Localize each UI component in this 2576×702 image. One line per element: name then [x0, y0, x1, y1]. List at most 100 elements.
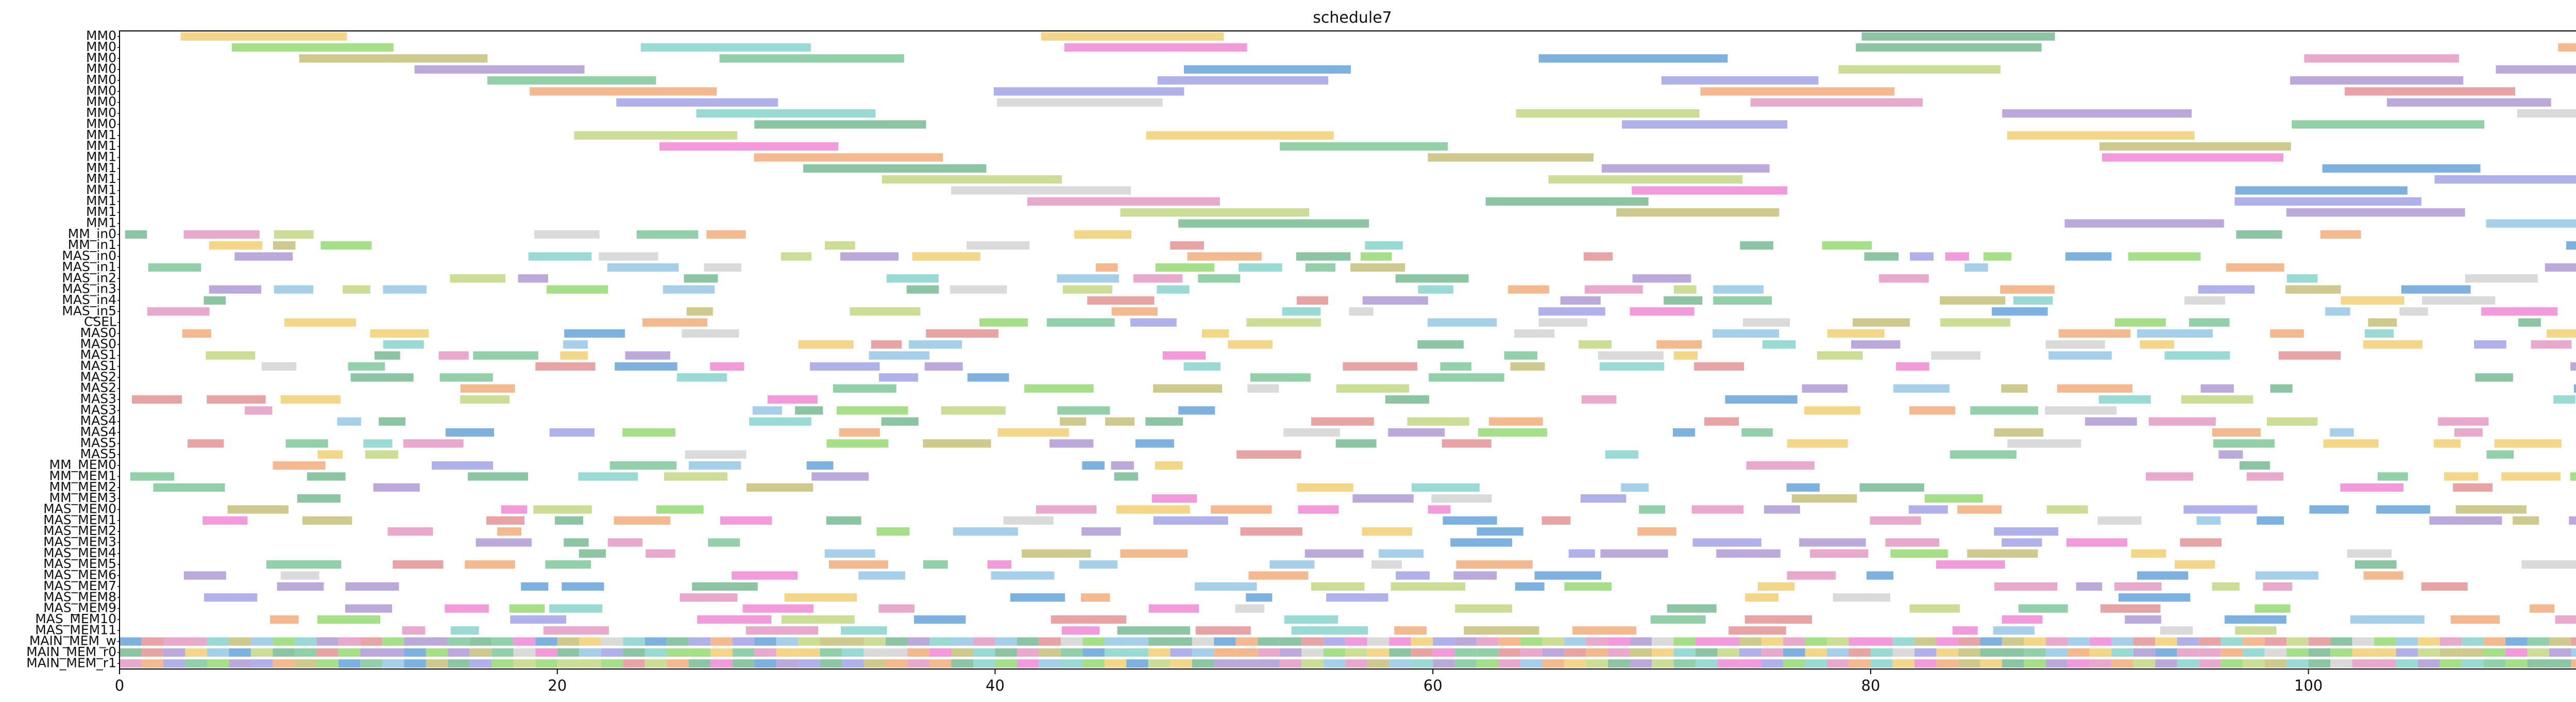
schedule-bar — [1170, 648, 1192, 657]
schedule-bar — [2454, 428, 2483, 437]
schedule-bar — [2236, 230, 2282, 239]
schedule-bar — [1838, 65, 2001, 74]
schedule-bar — [2140, 340, 2175, 349]
schedule-bar — [229, 648, 251, 657]
schedule-bar — [2002, 637, 2024, 646]
schedule-bar — [1520, 637, 1543, 646]
schedule-bar — [1564, 582, 1612, 591]
schedule-bar — [1323, 648, 1346, 657]
schedule-bar — [557, 659, 580, 668]
schedule-bar — [1379, 549, 1424, 558]
schedule-bar — [1980, 648, 2002, 657]
schedule-bar — [1385, 395, 1430, 404]
row-label: MAIN_MEM_r0 — [26, 644, 116, 659]
schedule-bar — [2570, 472, 2576, 481]
schedule-bar — [704, 263, 741, 272]
schedule-bar — [183, 230, 260, 239]
row-label: MAS_MEM10 — [35, 611, 116, 626]
schedule-bar — [907, 648, 930, 657]
schedule-bar — [676, 373, 727, 382]
schedule-bar — [1650, 615, 1706, 624]
schedule-bar — [2164, 351, 2230, 360]
schedule-bar — [316, 659, 338, 668]
schedule-bar — [234, 252, 293, 261]
schedule-bar — [1586, 648, 1608, 657]
schedule-bar — [207, 395, 266, 404]
schedule-bar — [1060, 659, 1083, 668]
schedule-bar — [1411, 648, 1433, 657]
row-label: MM0 — [86, 83, 116, 98]
schedule-bar — [1572, 626, 1637, 635]
row-label: MAS2 — [80, 369, 116, 384]
schedule-bar — [1940, 296, 2006, 305]
schedule-bar — [1870, 648, 1893, 657]
schedule-bar — [1057, 274, 1119, 283]
schedule-bar — [1761, 648, 1784, 657]
schedule-bar — [382, 659, 404, 668]
row-label: MAS_MEM9 — [43, 600, 116, 615]
schedule-bar — [431, 461, 494, 470]
schedule-bar — [871, 340, 902, 349]
schedule-bar — [414, 65, 585, 74]
schedule-bar — [1713, 329, 1780, 338]
schedule-bar — [530, 87, 717, 96]
schedule-bar — [534, 230, 600, 239]
schedule-bar — [2002, 109, 2192, 118]
schedule-bar — [2111, 648, 2133, 657]
schedule-bar — [2374, 659, 2396, 668]
schedule-bar — [828, 560, 888, 569]
schedule-bar — [1542, 637, 1565, 646]
schedule-bar — [2323, 439, 2379, 448]
schedule-bar — [1148, 604, 1199, 613]
schedule-bar — [182, 329, 212, 338]
schedule-bar — [284, 318, 356, 327]
schedule-bar — [798, 637, 820, 646]
schedule-bar — [1283, 428, 1340, 437]
schedule-bar — [1852, 318, 1910, 327]
schedule-bar — [2199, 637, 2221, 646]
schedule-bar — [206, 351, 256, 360]
schedule-bar — [2531, 340, 2572, 349]
schedule-bar — [1155, 263, 1215, 272]
schedule-bar — [1095, 263, 1118, 272]
schedule-bar — [1074, 230, 1132, 239]
x-tick-label: 20 — [548, 677, 567, 694]
schedule-bar — [997, 98, 1163, 107]
schedule-bar — [967, 373, 1009, 382]
schedule-bar — [1248, 571, 1309, 580]
schedule-bar — [1632, 186, 1788, 195]
schedule-bar — [2527, 648, 2550, 657]
schedule-bar — [1750, 98, 1923, 107]
schedule-bar — [2483, 637, 2506, 646]
y-axis-labels: MM0MM0MM0MM0MM0MM0MM0MM0MM0MM1MM1MM1MM1M… — [26, 28, 120, 670]
schedule-bar — [1258, 648, 1280, 657]
schedule-bar — [207, 648, 229, 657]
schedule-bar — [2024, 637, 2046, 646]
schedule-bar — [840, 252, 899, 261]
schedule-bar — [1478, 428, 1547, 437]
schedule-bar — [513, 659, 536, 668]
schedule-bar — [923, 439, 991, 448]
row-label: MM_MEM0 — [49, 457, 116, 472]
schedule-bar — [2555, 615, 2576, 624]
schedule-bar — [696, 109, 876, 118]
schedule-bar — [2418, 648, 2440, 657]
row-label: MM_MEM1 — [49, 468, 116, 483]
schedule-bar — [1360, 252, 1392, 261]
schedule-bar — [1050, 615, 1127, 624]
schedule-bar — [316, 648, 338, 657]
schedule-bar — [338, 659, 361, 668]
schedule-bar — [1739, 648, 1761, 657]
schedule-bar — [609, 461, 677, 470]
schedule-bar — [2571, 659, 2576, 668]
schedule-bar — [1433, 648, 1455, 657]
schedule-bar — [2045, 340, 2105, 349]
schedule-bar — [1980, 659, 2002, 668]
schedule-bar — [1520, 659, 1543, 668]
schedule-bar — [686, 307, 713, 316]
schedule-bar — [316, 637, 338, 646]
schedule-bar — [607, 538, 643, 547]
schedule-bar — [1323, 637, 1346, 646]
schedule-bar — [1282, 307, 1321, 316]
